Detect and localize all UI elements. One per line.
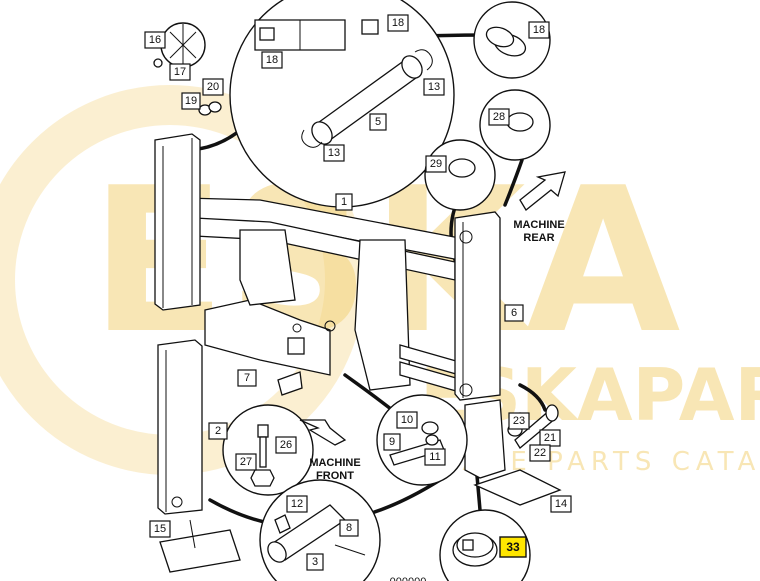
callout-labels: 1 2 3 5 6 7 8 9 10 11 12 13 13 14 15 16 … xyxy=(144,14,572,571)
svg-text:19: 19 xyxy=(185,95,197,107)
svg-text:21: 21 xyxy=(544,432,556,444)
bush-detail xyxy=(485,26,527,57)
callout-2: 2 xyxy=(208,422,228,440)
svg-text:7: 7 xyxy=(244,372,250,384)
svg-text:3: 3 xyxy=(312,556,318,568)
callout-29: 29 xyxy=(425,155,447,173)
callout-18b: 18 xyxy=(261,51,283,69)
svg-text:26: 26 xyxy=(280,439,292,451)
callout-21: 21 xyxy=(539,429,561,447)
callout-20: 20 xyxy=(202,78,224,96)
callout-12: 12 xyxy=(286,495,308,513)
cap-detail xyxy=(506,112,534,132)
svg-text:12: 12 xyxy=(291,498,303,510)
callout-16: 16 xyxy=(144,31,166,49)
svg-text:29: 29 xyxy=(430,158,442,170)
svg-text:14: 14 xyxy=(555,498,567,510)
svg-text:13: 13 xyxy=(428,81,440,93)
machine-front-arrow xyxy=(299,419,347,446)
machine-front-label-2: FRONT xyxy=(316,470,354,482)
callout-19: 19 xyxy=(181,92,201,110)
callout-9: 9 xyxy=(383,433,401,451)
callout-14: 14 xyxy=(550,495,572,513)
callout-5: 5 xyxy=(369,113,387,131)
detail-circle-bolt xyxy=(222,404,314,496)
svg-text:11: 11 xyxy=(429,451,440,463)
callout-26: 26 xyxy=(275,436,297,454)
fastener-detail xyxy=(389,421,445,466)
svg-text:1: 1 xyxy=(341,196,347,208)
svg-text:33: 33 xyxy=(506,540,520,554)
machine-rear-label-2: REAR xyxy=(523,232,554,244)
svg-text:20: 20 xyxy=(207,81,219,93)
callout-13b: 13 xyxy=(323,144,345,162)
bolt-detail xyxy=(250,424,275,487)
machine-front-label-1: MACHINE xyxy=(309,457,360,469)
lower-pin-detail xyxy=(267,504,366,563)
callout-8: 8 xyxy=(339,519,359,537)
callout-23: 23 xyxy=(508,412,530,430)
callout-1: 1 xyxy=(335,193,353,211)
callout-28: 28 xyxy=(488,108,510,126)
plug-detail xyxy=(448,158,476,178)
callout-15: 15 xyxy=(149,520,171,538)
direction-arrows xyxy=(299,171,566,446)
svg-text:23: 23 xyxy=(513,415,525,427)
svg-text:27: 27 xyxy=(240,456,252,468)
callout-33-highlighted: 33 xyxy=(499,536,527,558)
callout-27: 27 xyxy=(235,453,257,471)
callout-17: 17 xyxy=(169,63,191,81)
machine-rear-label-1: MACHINE xyxy=(513,219,564,231)
svg-text:22: 22 xyxy=(534,447,546,459)
pin-detail-parts xyxy=(254,19,433,148)
svg-text:10: 10 xyxy=(401,414,413,426)
callout-18a: 18 xyxy=(387,14,409,32)
svg-text:28: 28 xyxy=(493,111,505,123)
callout-13a: 13 xyxy=(423,78,445,96)
svg-text:6: 6 xyxy=(511,307,517,319)
svg-text:18: 18 xyxy=(266,54,278,66)
footer-code: 000000 xyxy=(390,576,427,581)
direction-notes: MACHINE REAR MACHINE FRONT xyxy=(309,219,564,482)
callout-10: 10 xyxy=(396,411,418,429)
svg-text:18: 18 xyxy=(392,17,404,29)
svg-text:16: 16 xyxy=(149,34,161,46)
callout-22: 22 xyxy=(529,444,551,462)
svg-text:8: 8 xyxy=(346,522,352,534)
svg-text:15: 15 xyxy=(154,523,166,535)
svg-text:9: 9 xyxy=(389,436,395,448)
callout-18c: 18 xyxy=(528,21,550,39)
svg-text:5: 5 xyxy=(375,116,381,128)
svg-text:2: 2 xyxy=(215,425,221,437)
frame-assembly xyxy=(154,133,562,573)
callout-6: 6 xyxy=(504,304,524,322)
plug-33-detail xyxy=(452,532,498,567)
callout-3: 3 xyxy=(306,553,324,571)
svg-text:18: 18 xyxy=(533,24,545,36)
callout-11: 11 xyxy=(424,448,446,466)
callout-7: 7 xyxy=(237,369,257,387)
svg-text:13: 13 xyxy=(328,147,340,159)
machine-rear-arrow xyxy=(519,171,566,211)
svg-text:17: 17 xyxy=(174,66,186,78)
